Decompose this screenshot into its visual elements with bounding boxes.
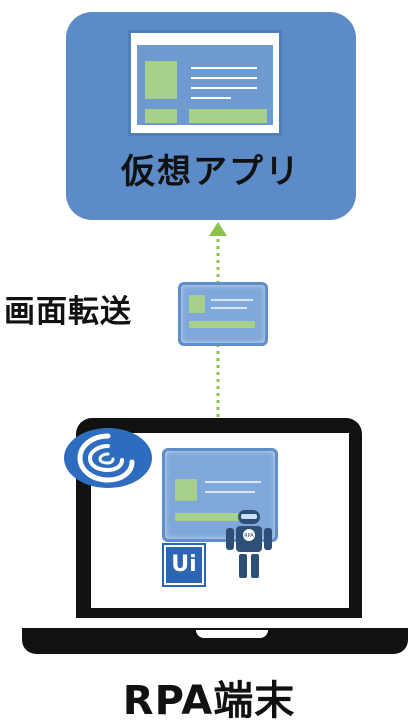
sketch-bar-block [189,321,255,328]
sketch-text-line [205,481,261,483]
arrow-head-up [209,222,227,236]
window-close-icon: × [261,29,275,48]
sketch-text-line [205,491,255,493]
robot-icon: RPA [226,510,272,578]
sketch-bar-block [175,513,251,521]
content-button-block [145,109,177,123]
uipath-logo-icon: Ui [162,543,206,587]
virtual-app-card: × 仮想アプリ [66,12,356,220]
robot-badge-text: RPA [244,533,254,539]
laptop-notch [196,630,268,638]
sketch-text-line [211,299,253,301]
app-window-icon: × [128,29,282,136]
text-line [191,87,257,89]
virtual-app-label: 仮想アプリ [121,152,301,192]
transfer-label: 画面転送 [4,294,132,330]
text-line [191,67,257,69]
sketch-image-block [189,295,205,313]
spiral-logo-icon [64,428,152,488]
rpa-device-label: RPA端末 [122,678,296,724]
sketch-text-line [211,307,247,309]
transferred-screen-sketch [178,282,268,346]
sketch-image-block [175,479,197,501]
text-line [191,77,257,79]
content-bar-block [189,109,267,123]
text-line [191,97,231,99]
content-image-block [145,61,177,99]
